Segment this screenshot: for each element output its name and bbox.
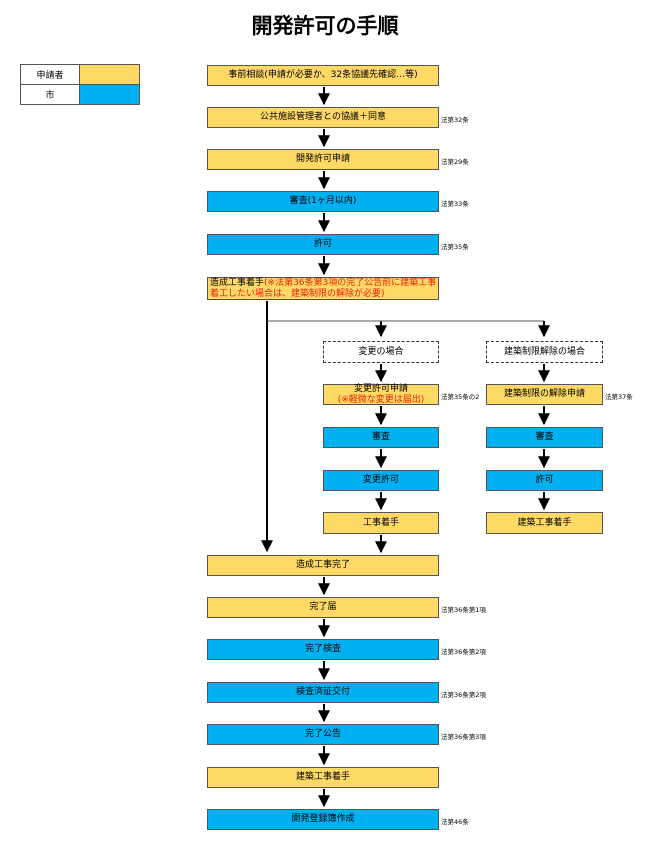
step-inspection-certificate: 検査済証交付 <box>207 682 439 703</box>
grading-start-text: 造成工事着手(※法第36条第3項の完了公告前に建築工事着工したい場合は、建築制限… <box>210 278 438 300</box>
law-ref-37: 法第37条 <box>605 393 633 401</box>
step-pre-consultation: 事前相談(申請が必要か、32条協議先確認…等) <box>207 65 439 86</box>
release-permit: 許可 <box>486 470 603 491</box>
law-ref-36-1: 法第36条第1項 <box>441 606 486 614</box>
change-permit-application-label: 変更許可申請 <box>353 383 408 394</box>
step-development-register: 開発登録簿作成 <box>207 809 439 830</box>
change-minor-note: (※軽微な変更は届出) <box>337 394 425 405</box>
law-ref-36-3: 法第36条第3項 <box>441 733 486 741</box>
grading-start-label: 造成工事着手 <box>210 277 265 288</box>
law-ref-36-2b: 法第36条第2項 <box>441 691 486 699</box>
step-public-facility-agreement: 公共施設管理者との協議＋同意 <box>207 107 439 128</box>
step-grading-start: 造成工事着手(※法第36条第3項の完了公告前に建築工事着工したい場合は、建築制限… <box>207 277 439 300</box>
change-case-header: 変更の場合 <box>323 341 439 363</box>
change-construction-start: 工事着手 <box>323 512 439 534</box>
step-completion-report: 完了届 <box>207 597 439 618</box>
release-application: 建築制限の解除申請 <box>486 384 603 405</box>
law-ref-35-2: 法第35条の2 <box>441 393 480 401</box>
step-completion-notice: 完了公告 <box>207 724 439 745</box>
law-ref-36-2a: 法第36条第2項 <box>441 648 486 656</box>
page-title: 開発許可の手順 <box>251 14 399 38</box>
step-grading-complete: 造成工事完了 <box>207 555 439 576</box>
step-permit: 許可 <box>207 234 439 255</box>
legend: 申請者 市 <box>20 64 140 105</box>
law-ref-35: 法第35条 <box>441 243 469 251</box>
legend-city-label: 市 <box>20 84 80 105</box>
change-permit: 変更許可 <box>323 470 439 491</box>
law-ref-32: 法第32条 <box>441 116 469 124</box>
law-ref-29: 法第29条 <box>441 158 469 166</box>
law-ref-33: 法第33条 <box>441 200 469 208</box>
grading-start-note: (※法第36条第3項の完了公告前に建築工事着工したい場合は、建築制限の解除が必要… <box>210 277 437 299</box>
step-completion-inspection: 完了検査 <box>207 639 439 660</box>
step-building-construction-start: 建築工事着手 <box>207 767 439 788</box>
legend-city-swatch <box>79 84 140 105</box>
change-review: 審査 <box>323 427 439 448</box>
step-review: 審査(1ヶ月以内) <box>207 191 439 212</box>
law-ref-46: 法第46条 <box>441 818 469 826</box>
release-review: 審査 <box>486 427 603 448</box>
release-case-header: 建築制限解除の場合 <box>486 341 603 363</box>
release-construction-start: 建築工事着手 <box>486 512 603 534</box>
step-development-permit-application: 開発許可申請 <box>207 149 439 170</box>
change-permit-application: 変更許可申請 (※軽微な変更は届出) <box>323 384 439 405</box>
